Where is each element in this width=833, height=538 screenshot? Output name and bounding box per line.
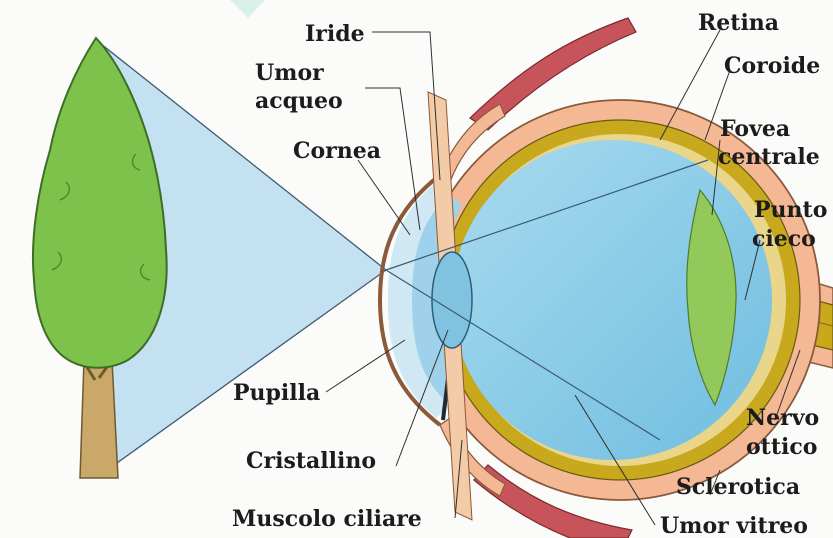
label-fovea-2: centrale xyxy=(718,144,820,170)
label-fovea-1: Fovea xyxy=(720,116,790,142)
label-nervo-2: ottico xyxy=(746,434,817,460)
crystalline-lens xyxy=(432,252,472,348)
label-coroide: Coroide xyxy=(724,53,820,79)
label-nervo-1: Nervo xyxy=(746,405,819,431)
corner-mark xyxy=(230,0,265,18)
label-umor-acqueo-2: acqueo xyxy=(255,88,343,114)
label-iride: Iride xyxy=(305,21,365,47)
label-cristallino: Cristallino xyxy=(246,448,376,474)
label-muscolo-ciliare: Muscolo ciliare xyxy=(232,506,422,532)
label-retina: Retina xyxy=(698,10,779,36)
label-umor-acqueo-1: Umor xyxy=(255,60,324,86)
label-punto-2: cieco xyxy=(752,226,816,252)
label-cornea: Cornea xyxy=(293,138,381,164)
label-umor-vitreo: Umor vitreo xyxy=(660,513,808,538)
label-sclerotica: Sclerotica xyxy=(676,474,800,500)
label-pupilla: Pupilla xyxy=(233,380,320,406)
label-punto-1: Punto xyxy=(754,197,827,223)
